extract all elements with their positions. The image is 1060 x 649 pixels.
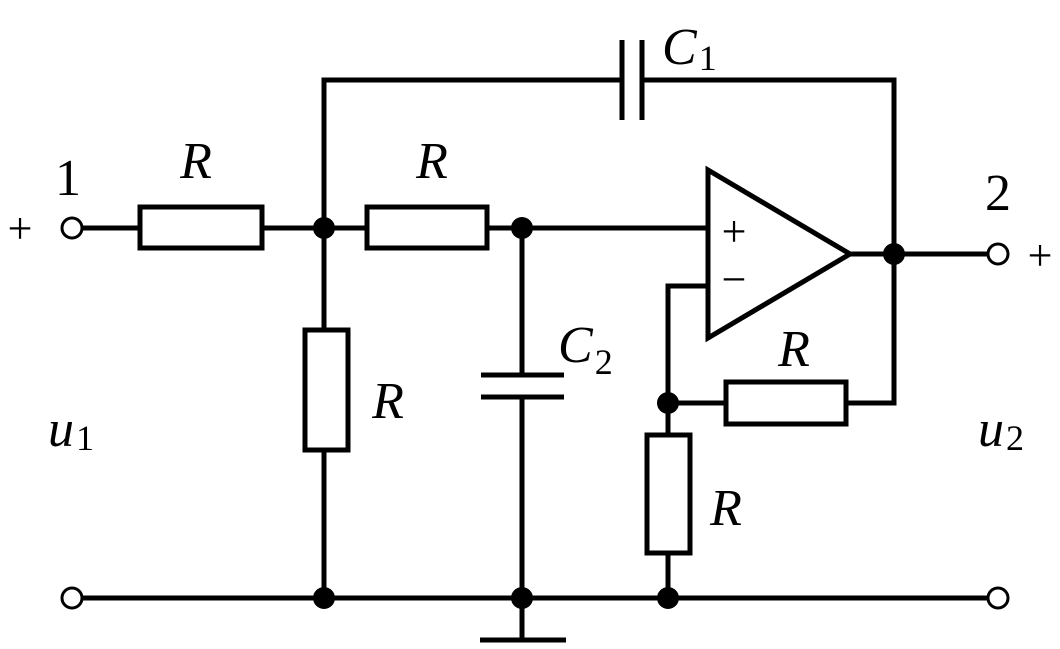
terminal-1-number: 1 [55,150,81,207]
opamp-noninverting-sign: + [722,207,747,256]
capacitor-c2 [481,372,564,400]
terminal-1-plus: + [8,204,33,253]
opamp-inverting-sign: − [722,255,747,304]
label-r-series: R [415,133,448,190]
capacitor-c1 [619,40,645,120]
label-u2: u2 [978,401,1024,458]
label-u2-letter: u [978,401,1004,458]
resistor-ground [644,432,693,556]
terminal-output [986,242,1010,266]
opamp [705,165,855,343]
junctions [313,217,905,609]
label-c2-sub: 2 [595,342,613,382]
label-u1-letter: u [48,401,74,458]
label-u1-sub: 1 [76,418,94,458]
label-c2-letter: C [558,317,594,374]
terminal-2-number: 2 [985,165,1011,222]
label-r-input: R [179,133,212,190]
label-c2: C2 [558,317,613,382]
label-c1: C1 [662,19,717,78]
label-r-shunt: R [371,373,404,430]
label-u2-sub: 2 [1006,418,1024,458]
label-u1: u1 [48,401,94,458]
label-r-feedback: R [777,321,810,378]
resistor-input [137,204,265,251]
terminal-input [60,216,84,240]
terminal-2-plus: + [1028,231,1053,280]
label-c1-letter: C [662,19,698,76]
resistor-shunt [302,327,351,453]
terminal-input-ground [60,586,84,610]
resistor-series [364,204,490,251]
label-r-ground: R [709,480,742,537]
resistor-feedback [723,379,849,427]
terminal-output-ground [986,586,1010,610]
label-c1-sub: 1 [699,38,717,78]
